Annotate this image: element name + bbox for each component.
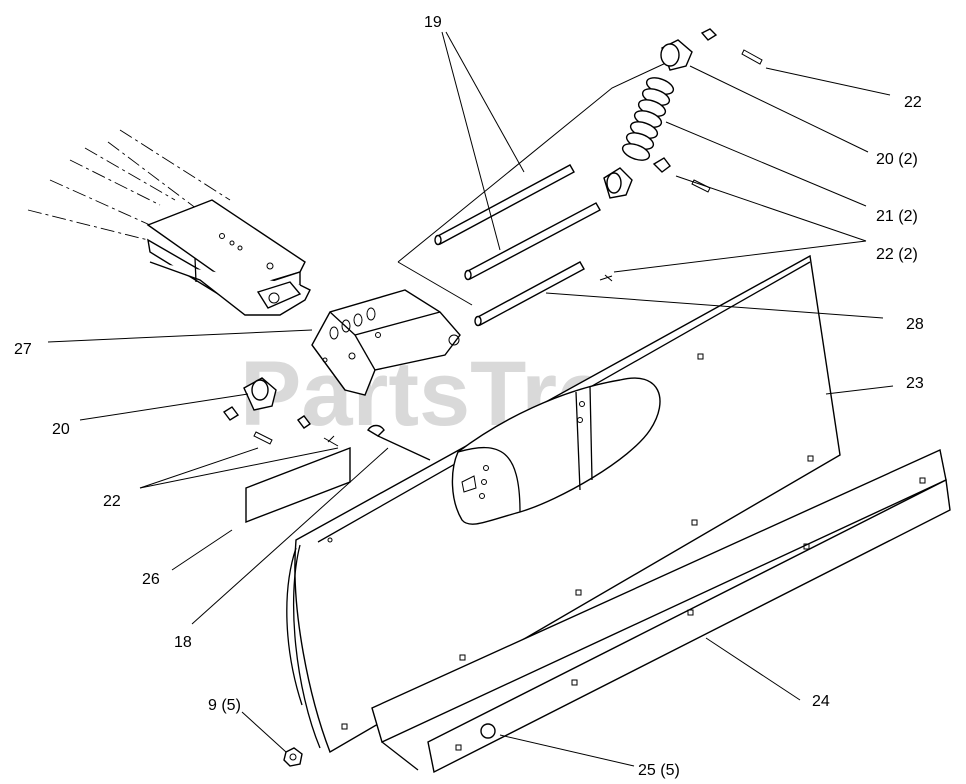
left-clevis [222,377,339,447]
callout-21-2: 21 (2) [876,208,918,225]
rods-19 [434,164,601,281]
callout-labels: 19 22 20 (2) 21 (2) 22 (2) 28 27 23 20 2… [14,14,924,779]
callout-9-5: 9 (5) [208,697,241,714]
leader-lines [47,31,894,767]
callout-25-5: 25 (5) [638,762,680,779]
callout-22-2: 22 (2) [876,246,918,263]
nut-9 [283,747,303,767]
cutting-edge-24 [371,448,951,774]
callout-20-2: 20 (2) [876,151,918,168]
callout-23: 23 [906,375,924,392]
decal-26 [245,446,351,524]
pin-18 [367,424,431,461]
tractor-frame [27,129,311,316]
callout-24: 24 [812,693,830,710]
callout-26: 26 [142,571,160,588]
callout-20: 20 [52,421,70,438]
callout-22-top: 22 [904,94,922,111]
callout-28: 28 [906,316,924,333]
callout-18: 18 [174,634,192,651]
rod-28 [474,261,613,327]
callout-19: 19 [424,14,442,31]
bracket-27 [311,289,461,396]
blade-mount [451,377,661,525]
spring-assembly [397,28,763,306]
callout-22-left: 22 [103,493,121,510]
spring-21 [621,77,675,161]
callout-27: 27 [14,341,32,358]
